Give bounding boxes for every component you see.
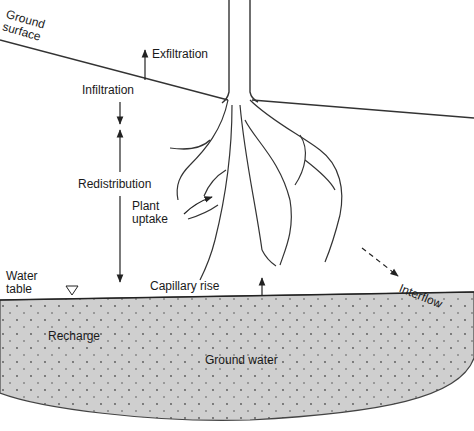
flow-label: Plant uptake bbox=[132, 200, 180, 226]
ground-surface-line bbox=[252, 100, 474, 118]
ground-surface-line bbox=[0, 40, 228, 100]
flow-label: Exfiltration bbox=[152, 48, 208, 61]
tree-trunk bbox=[250, 0, 258, 102]
region-label: Ground water bbox=[205, 354, 278, 367]
flow-label: Recharge bbox=[48, 330, 100, 343]
flow-label: Infiltration bbox=[82, 84, 134, 97]
tree-roots bbox=[170, 100, 342, 280]
ground-water-outline bbox=[0, 292, 474, 420]
flow-label: Water table bbox=[6, 270, 48, 296]
tree-trunk bbox=[222, 0, 229, 103]
flow-label: Ground surface bbox=[1, 8, 68, 50]
flow-label: Capillary rise bbox=[150, 280, 219, 293]
flow-label: Redistribution bbox=[78, 178, 151, 191]
ground-water-region: Ground water bbox=[0, 288, 474, 431]
